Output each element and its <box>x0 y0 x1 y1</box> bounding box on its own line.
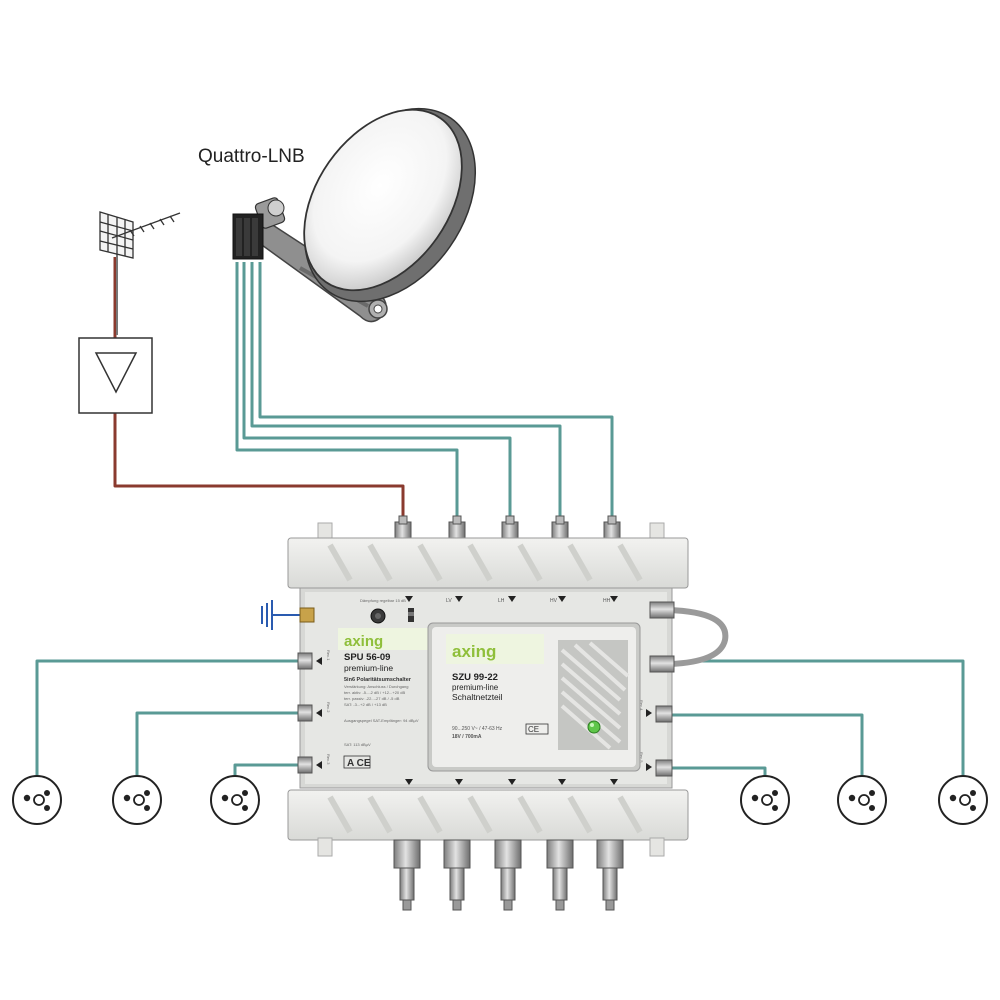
cable-rec-1 <box>35 659 300 776</box>
cascade-connector-4 <box>546 839 574 911</box>
cable-rec-3 <box>233 763 300 776</box>
gain-knob[interactable]: Dämpfung regelbar 15 dB <box>360 598 406 624</box>
cable-terrestrial-amp <box>113 413 405 535</box>
receiver-cables <box>35 659 965 776</box>
svg-text:A CE: A CE <box>347 758 371 769</box>
input-label-lv: LV <box>446 598 452 604</box>
cascade-connector-2 <box>443 839 471 911</box>
left-output-connectors: Rec.1 Rec.2 Rec.3 <box>297 650 331 774</box>
input-label-hv: HV <box>550 598 558 604</box>
lnb <box>232 197 286 260</box>
switch-desc: 5in6 Polaritätsumschalter <box>344 677 412 683</box>
cable-rec-5 <box>672 713 864 776</box>
amplifier <box>78 337 153 414</box>
gain-label: Dämpfung regelbar 15 dB <box>360 598 406 603</box>
bottom-rail <box>287 789 689 857</box>
psu-brand: axing <box>452 642 496 661</box>
cable-rec-6 <box>700 659 965 776</box>
psu-ce-icon <box>525 723 549 735</box>
wall-outlet-icon <box>112 775 162 825</box>
input-label-hh: HH <box>603 598 611 604</box>
input-label-lh: LH <box>498 598 505 604</box>
input-labels: LV LH HV HH <box>405 596 618 604</box>
cable-rec-4 <box>672 766 767 776</box>
wall-outlet-icon <box>938 775 988 825</box>
power-supply: axing SZU 99-22 premium-line Schaltnetzt… <box>427 622 641 772</box>
switch-line: premium-line <box>344 663 393 673</box>
psu-spec-2: 18V / 700mA <box>452 734 482 740</box>
dish-reflector <box>303 108 463 292</box>
psu-desc: Schaltnetzteil <box>452 692 503 702</box>
wall-outlet-icon <box>740 775 790 825</box>
psu-model: SZU 99-22 <box>452 672 498 683</box>
mode-switch[interactable] <box>408 608 414 622</box>
psu-vent-grille <box>558 640 630 750</box>
cable-lnb-hv <box>250 262 562 535</box>
switch-spec-row-1: terr. aktiv: -5...-2 dB / +12...+20 dB <box>344 690 405 695</box>
cascade-connector-5 <box>596 839 624 911</box>
psu-line: premium-line <box>452 683 499 692</box>
svg-text:CE: CE <box>528 725 539 734</box>
switch-spec-row-2: terr. passiv: -22...-27 dB / -5 dB <box>344 696 400 701</box>
output-label-rec3: Rec.3 <box>326 754 331 765</box>
output-label-rec5: Rec.5 <box>639 752 644 763</box>
bottom-cascade-connectors <box>393 839 624 911</box>
right-connectors: Rec.4 Rec.5 <box>639 601 729 777</box>
top-rail <box>287 522 689 589</box>
switch-label-panel: axing SPU 56-09 premium-line 5in6 Polari… <box>338 628 428 769</box>
amplifier-triangle-icon <box>94 352 138 394</box>
cable-lnb-hh <box>258 262 614 535</box>
terrestrial-antenna <box>99 211 181 335</box>
ground-terminal <box>261 600 300 630</box>
wall-outlets <box>12 775 988 825</box>
cable-lnb-lv <box>235 262 459 535</box>
switch-output-level: Ausgangspegel SAT-Empfänger: 94 dBµV <box>344 718 419 723</box>
cable-rec-2 <box>135 711 300 776</box>
output-label-rec1: Rec.1 <box>326 650 331 661</box>
switch-spec-row-3: SAT: -3...+2 dB / +13 dB <box>344 702 387 707</box>
psu-spec-1: 90...250 V~ / 47-63 Hz <box>452 726 503 732</box>
wall-outlet-icon <box>837 775 887 825</box>
satellite-dish <box>232 107 477 323</box>
wall-outlet-icon <box>210 775 260 825</box>
power-led-icon <box>587 720 601 734</box>
output-label-rec2: Rec.2 <box>326 702 331 713</box>
wall-outlet-icon <box>12 775 62 825</box>
switch-spec-header: Verstärkung: Anschluss / Durchgang <box>344 684 408 689</box>
ce-mark-icon <box>343 755 371 769</box>
lnb-cables <box>113 257 614 535</box>
bottom-arrows <box>405 779 618 785</box>
cascade-connector-3 <box>494 839 522 911</box>
output-label-rec4: Rec.4 <box>639 700 644 711</box>
switch-brand: axing <box>344 633 383 650</box>
cascade-connector-1 <box>393 839 421 911</box>
switch-cascade-level: SAT: 113 dBµV <box>344 742 371 747</box>
cable-lnb-lh <box>242 262 512 535</box>
multiswitch: LV LH HV HH Dämpfung regelbar 15 dB <box>261 515 729 911</box>
switch-model: SPU 56-09 <box>344 652 390 663</box>
lnb-label: Quattro-LNB <box>198 146 305 167</box>
